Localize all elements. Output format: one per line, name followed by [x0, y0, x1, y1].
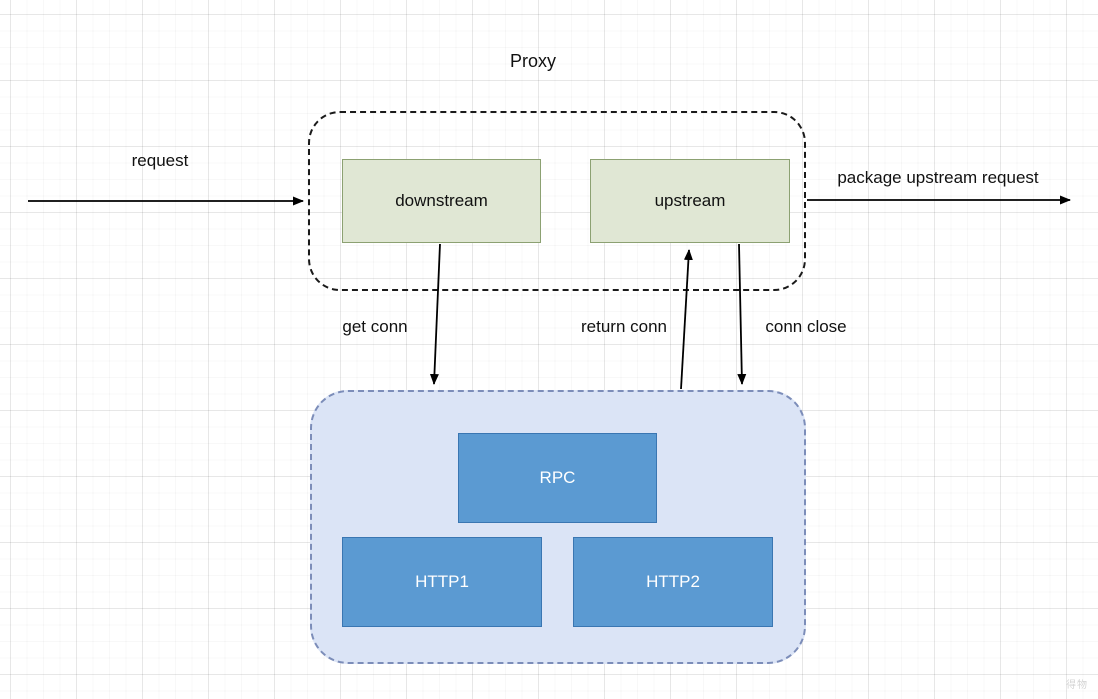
edge-label-return-conn: return conn: [581, 316, 667, 336]
node-upstream: upstream: [590, 159, 790, 243]
watermark: 得物: [1066, 680, 1088, 691]
edge-label-conn-close: conn close: [765, 316, 847, 336]
edge-label-request: request: [131, 150, 189, 170]
diagram-title: Proxy: [509, 51, 557, 72]
edge-label-package-upstream-request: package upstream request: [837, 167, 1039, 187]
node-http2-label: HTTP2: [646, 572, 700, 591]
edge-label-get-conn: get conn: [342, 316, 408, 336]
node-downstream: downstream: [342, 159, 541, 243]
node-http1: HTTP1: [342, 537, 542, 627]
node-upstream-label: upstream: [654, 191, 726, 210]
node-downstream-label: downstream: [395, 191, 488, 210]
proxy-group-container: [308, 111, 806, 291]
node-rpc-label: RPC: [539, 468, 576, 487]
node-http1-label: HTTP1: [415, 572, 469, 591]
node-rpc: RPC: [458, 433, 657, 523]
node-http2: HTTP2: [573, 537, 773, 627]
